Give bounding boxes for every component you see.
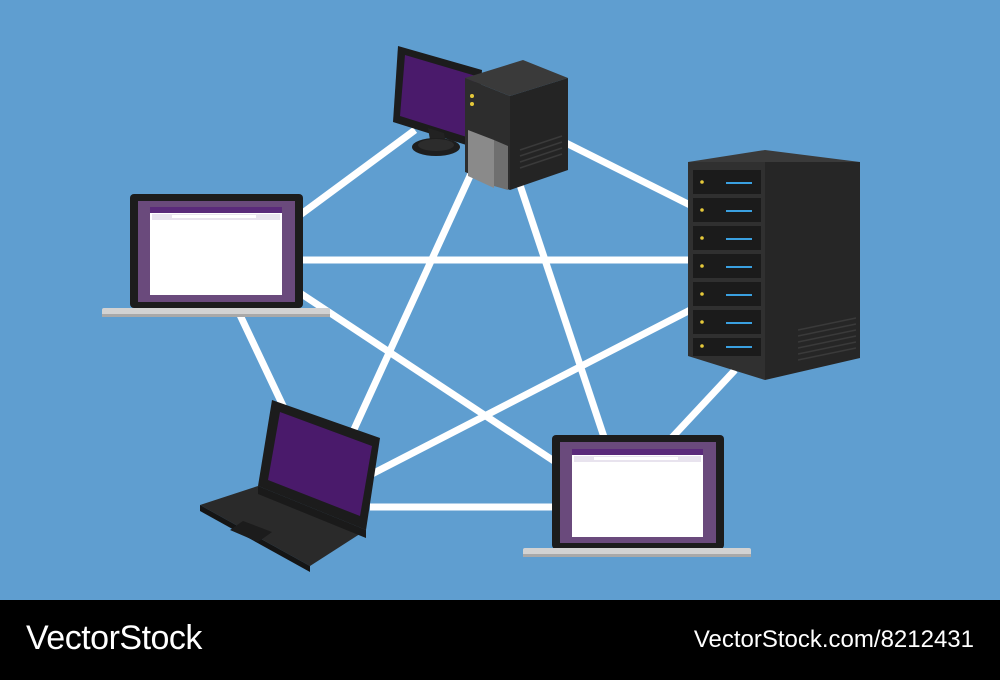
server-vents bbox=[797, 317, 857, 361]
mesh-network-diagram bbox=[102, 46, 860, 572]
link-desktop-laptop-right bbox=[511, 168, 609, 442]
link-desktop-laptop-bottom-left bbox=[336, 163, 479, 462]
link-laptop-bottom-left-laptop-left bbox=[236, 313, 289, 412]
server-status-leds bbox=[700, 180, 704, 348]
rack-server-icon bbox=[688, 150, 860, 380]
image-reference: VectorStock.com/8212431 bbox=[693, 626, 974, 653]
footer-bar: VectorStock VectorStock.com/8212431 bbox=[0, 600, 1000, 680]
brand-logo-text: VectorStock bbox=[26, 619, 202, 657]
network-links bbox=[236, 127, 738, 511]
link-laptop-right-laptop-left bbox=[298, 290, 562, 468]
laptop-right-icon bbox=[523, 435, 751, 557]
monitor bbox=[393, 46, 482, 156]
link-rack-server-laptop-bottom-left bbox=[368, 301, 702, 479]
link-desktop-rack-server bbox=[558, 136, 702, 214]
desktop-computer-icon bbox=[393, 46, 568, 190]
tower bbox=[465, 60, 568, 190]
server-lights bbox=[726, 182, 752, 348]
laptop-bottom-left-icon bbox=[200, 400, 380, 572]
laptop-left-icon bbox=[102, 194, 330, 317]
link-rack-server-laptop-right bbox=[662, 367, 738, 448]
link-desktop-laptop-left bbox=[297, 127, 418, 218]
